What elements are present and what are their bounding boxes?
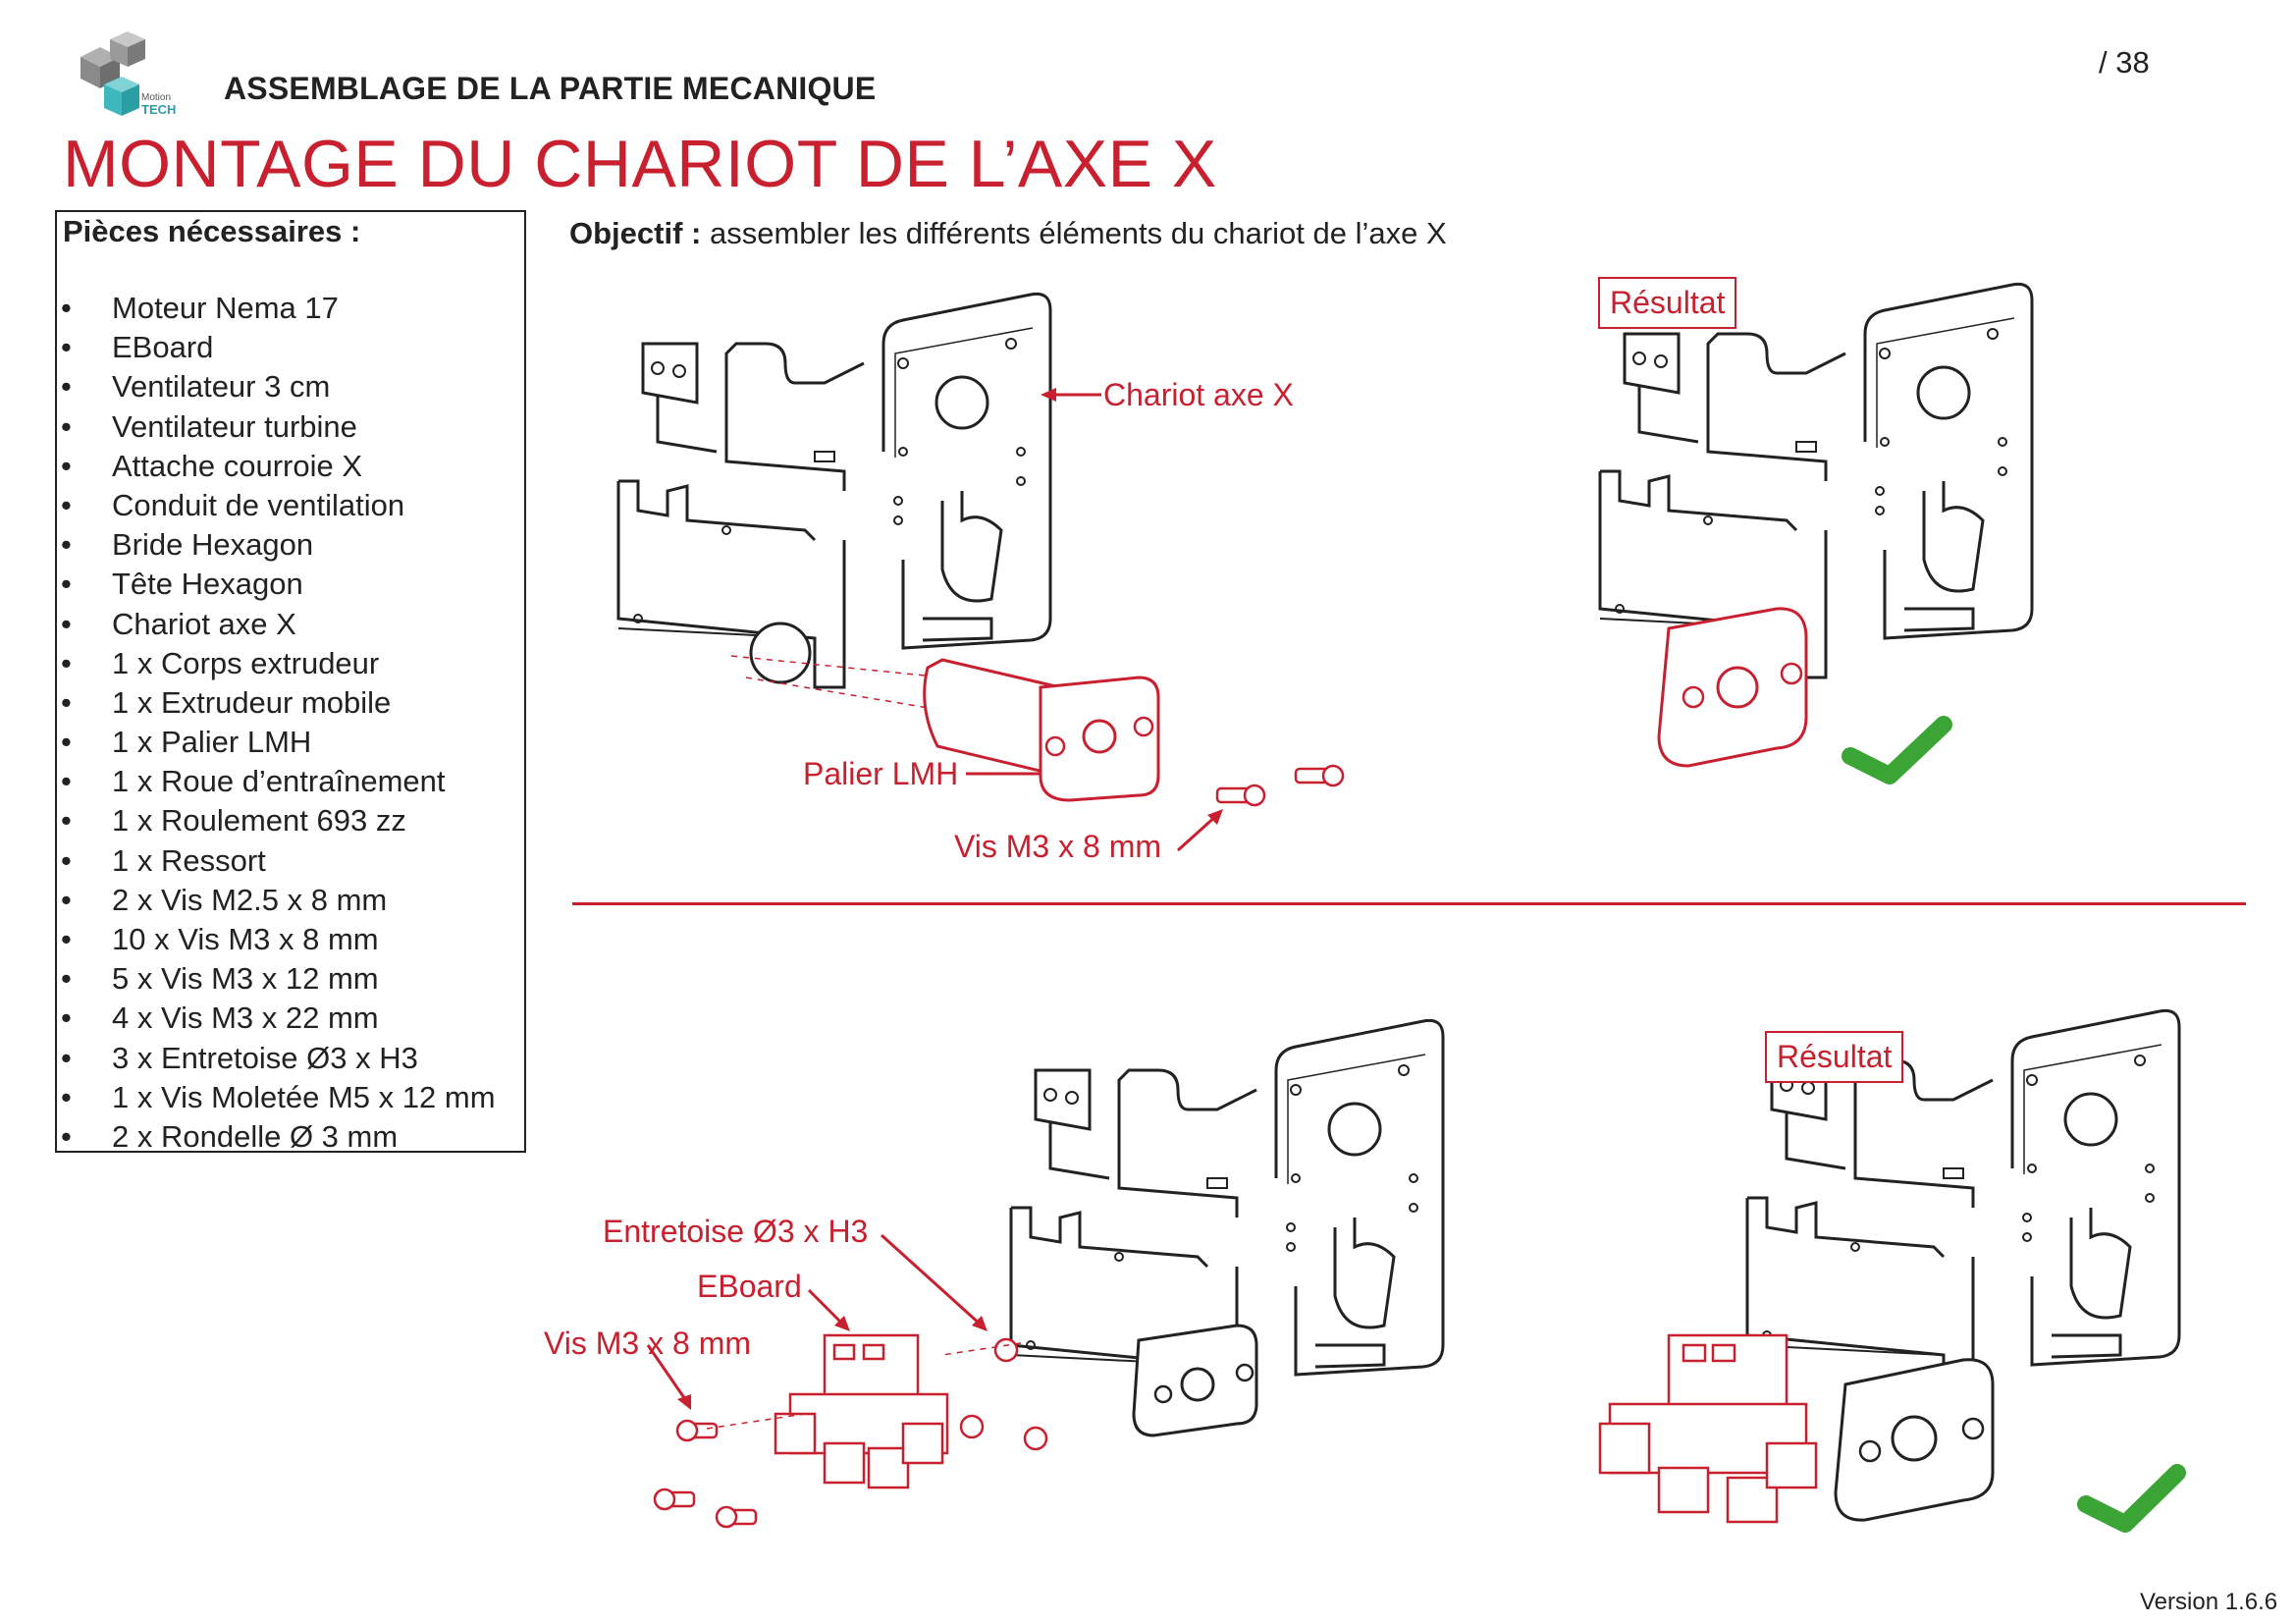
parts-box: Pièces nécessaires : Moteur Nema 17 EBoa… [55, 210, 526, 1157]
checkmark-icon [2077, 1464, 2186, 1533]
list-item: Attache courroie X [57, 447, 496, 486]
list-item: 4 x Vis M3 x 22 mm [57, 999, 496, 1038]
list-item: Moteur Nema 17 [57, 289, 496, 328]
list-item: Bride Hexagon [57, 525, 496, 565]
checkmark-icon [1842, 716, 1952, 785]
list-item: 1 x Roulement 693 zz [57, 801, 496, 840]
list-item: 5 x Vis M3 x 12 mm [57, 959, 496, 999]
list-item: Tête Hexagon [57, 565, 496, 604]
version-footer: Version 1.6.6 [2140, 1589, 2278, 1615]
list-item: EBoard [57, 328, 496, 367]
logo-text-top: Motion [141, 92, 171, 103]
label-chariot-axe-x: Chariot axe X [1103, 377, 1294, 412]
list-item: 10 x Vis M3 x 8 mm [57, 920, 496, 959]
carriage-drawing-step1 [616, 292, 1345, 852]
result-label-step2: Résultat [1765, 1031, 1904, 1083]
objective-body: assembler les différents éléments du cha… [701, 216, 1447, 250]
section-divider [572, 902, 2246, 905]
list-item: 2 x Rondelle Ø 3 mm [57, 1117, 496, 1157]
logo-icon: Motion TECH [80, 31, 176, 117]
list-item: Ventilateur turbine [57, 407, 496, 447]
parts-list: Moteur Nema 17 EBoard Ventilateur 3 cm V… [57, 289, 496, 1157]
label-eboard: EBoard [697, 1269, 802, 1304]
objective-label: Objectif : [569, 216, 702, 250]
page-number: / 38 [2099, 45, 2150, 80]
list-item: Ventilateur 3 cm [57, 367, 496, 406]
list-item: 1 x Ressort [57, 841, 496, 881]
list-item: 1 x Roue d’entraînement [57, 762, 496, 801]
list-item: 1 x Vis Moletée M5 x 12 mm [57, 1078, 496, 1117]
label-entretoise: Entretoise Ø3 x H3 [603, 1214, 869, 1249]
list-item: 3 x Entretoise Ø3 x H3 [57, 1039, 496, 1078]
list-item: Conduit de ventilation [57, 486, 496, 525]
objective-text: Objectif : assembler les différents élém… [569, 216, 1447, 251]
logo-text-bottom: TECH [141, 102, 176, 117]
parts-title: Pièces nécessaires : [63, 214, 361, 248]
list-item: 1 x Corps extrudeur [57, 644, 496, 683]
label-vis-m3-step2: Vis M3 x 8 mm [544, 1326, 751, 1361]
page-title: MONTAGE DU CHARIOT DE L’AXE X [63, 127, 1217, 201]
list-item: 1 x Extrudeur mobile [57, 683, 496, 723]
logo: Motion TECH [71, 27, 188, 126]
result-label-step1: Résultat [1598, 277, 1737, 329]
carriage-drawing-result1 [1598, 282, 2034, 785]
list-item: 2 x Vis M2.5 x 8 mm [57, 881, 496, 920]
carriage-drawing-result2 [1598, 1008, 2186, 1533]
list-item: Chariot axe X [57, 605, 496, 644]
label-palier-lmh: Palier LMH [803, 756, 959, 791]
section-subtitle: ASSEMBLAGE DE LA PARTIE MECANIQUE [224, 71, 877, 106]
label-vis-m3-step1: Vis M3 x 8 mm [954, 829, 1161, 864]
list-item: 1 x Palier LMH [57, 723, 496, 762]
carriage-drawing-step2 [646, 1018, 1445, 1529]
